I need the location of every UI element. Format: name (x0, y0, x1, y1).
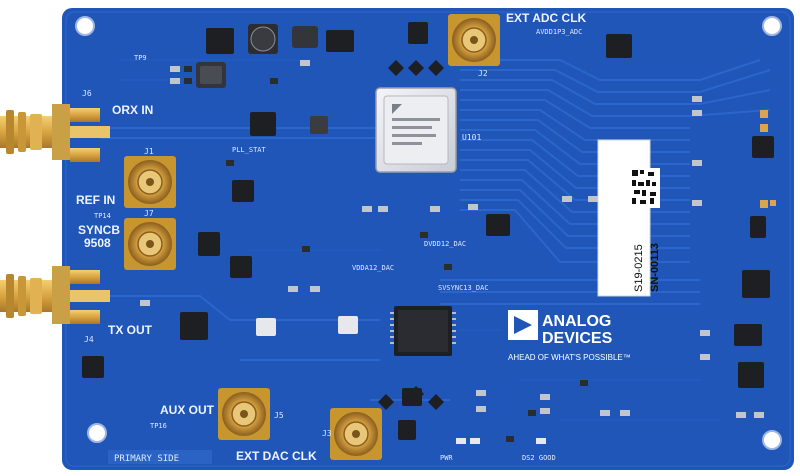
mounting-holes (75, 16, 782, 450)
label-pll-stat: PLL_STAT (232, 146, 267, 154)
label-tx-out: TX OUT (108, 323, 153, 337)
sma-connector-ext-adc-clk[interactable] (448, 14, 500, 66)
designator-u101: U101 (462, 133, 481, 142)
sticker-part-number: S19-0215 (633, 244, 645, 292)
brand-name-line2: DEVICES (542, 330, 613, 347)
label-vdda12: VDDA12_DAC (352, 264, 394, 272)
label-syncb-number: 9508 (84, 236, 111, 250)
sma-edge-connector-tx-out[interactable] (0, 266, 110, 324)
brand-name-line1: ANALOG (542, 313, 611, 330)
label-ext-adc-clk: EXT ADC CLK (506, 11, 587, 25)
sma-edge-connector-orx-in[interactable] (0, 104, 110, 162)
pcb-substrate (62, 8, 794, 470)
label-dac-supply: DVDD12_DAC (424, 240, 466, 248)
label-ref-in: REF IN (76, 193, 115, 207)
sma-connector-ext-dac-clk[interactable] (330, 408, 382, 460)
label-tp16: TP16 (150, 422, 167, 430)
qr-code (630, 168, 660, 208)
passive-components (140, 60, 776, 442)
label-sysync: SVSYNC13_DAC (438, 284, 489, 292)
jumper-pads (378, 60, 444, 410)
label-tp9: TP9 (134, 54, 147, 62)
label-pwr: PWR (440, 454, 453, 462)
sma-connector-aux-out[interactable] (218, 388, 270, 440)
label-ds2-good: DS2 GOOD (522, 454, 556, 462)
label-aux-out: AUX OUT (160, 403, 215, 417)
label-orx-in: ORX IN (112, 103, 153, 117)
designator-j5: J5 (274, 411, 284, 420)
analog-devices-logo (508, 310, 538, 340)
primary-side-tag (108, 450, 212, 464)
sma-connector-ref-in[interactable] (124, 156, 176, 208)
designator-j6: J6 (82, 89, 92, 98)
brand-tagline: AHEAD OF WHAT'S POSSIBLE™ (508, 353, 631, 362)
label-adc-supply: AVDD1P3_ADC (536, 28, 582, 36)
label-ext-dac-clk: EXT DAC CLK (236, 449, 317, 463)
status-leds (456, 438, 546, 444)
label-tp14: TP14 (94, 212, 111, 220)
sticker-serial-number: SN-00113 (649, 243, 661, 292)
rf-transceiver-ic (390, 306, 456, 356)
small-ics (82, 22, 774, 440)
label-primary-side: PRIMARY SIDE (114, 454, 179, 464)
designator-j3: J3 (322, 429, 332, 438)
designator-j7: J7 (144, 209, 154, 218)
label-syncb: SYNCB (78, 223, 120, 237)
designator-j2: J2 (478, 69, 488, 78)
designator-j1: J1 (144, 147, 154, 156)
shielded-main-ic (375, 87, 457, 173)
inductors (196, 26, 358, 336)
electrolytic-capacitor (248, 24, 278, 54)
designator-j4: J4 (84, 335, 94, 344)
sma-connector-syncb[interactable] (124, 218, 176, 270)
